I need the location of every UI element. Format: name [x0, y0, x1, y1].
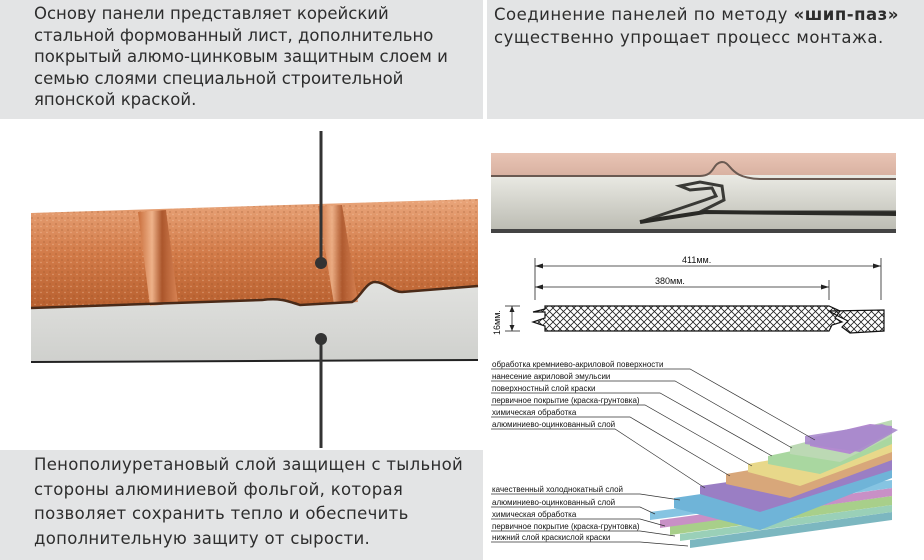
dimension-drawing: 411мм. 380мм. 16мм. [492, 255, 885, 335]
pointer-dot-foam [315, 333, 327, 345]
layer-label-bottom-3: химическая обработка [492, 510, 577, 519]
dimension-total: 411мм. [682, 255, 711, 265]
dimension-thickness: 16мм. [492, 310, 502, 335]
panel-section-illustration [30, 199, 479, 363]
layer-label-top-3: поверхностный слой краски [492, 384, 595, 393]
description-panel-base: Основу панели представляет корейский ста… [0, 0, 483, 119]
dimension-visible: 380мм. [655, 276, 685, 286]
coating-layers-diagram [650, 420, 898, 548]
pointer-dot-steel [315, 257, 327, 269]
tongue-groove-text-end: существенно упрощает процесс монтажа. [494, 28, 884, 47]
layer-label-bottom-4: первичное покрытие (краска-грунтовка) [492, 522, 640, 531]
layer-leader-lines [491, 368, 816, 547]
description-foam-layer: Пенополиуретановый слой защищен с тыльно… [0, 450, 483, 560]
layer-label-bottom-5: нижний слой краскислой краски [492, 533, 610, 542]
description-tongue-groove: Соединение панелей по методу «шип-паз» с… [487, 0, 924, 119]
layer-label-bottom-1: качественный холоднокатный слой [492, 485, 623, 494]
layer-label-top-4: первичное покрытие (краска-грунтовка) [492, 396, 640, 405]
joint-photo [491, 153, 897, 233]
foam-layer-text: Пенополиуретановый слой защищен с тыльно… [34, 455, 463, 548]
layer-label-top-5: химическая обработка [492, 408, 577, 417]
panel-base-text: Основу панели представляет корейский ста… [34, 4, 448, 109]
layer-label-top-2: нанесение акриловой эмульсии [492, 372, 610, 381]
layer-label-top-6: алюминиево-оцинкованный слой [492, 420, 615, 429]
tongue-groove-term: «шип-паз» [793, 5, 899, 24]
tongue-groove-text-start: Соединение панелей по методу [494, 5, 794, 24]
layer-label-top-1: обработка кремниево-акриловой поверхност… [492, 360, 663, 369]
layer-label-bottom-2: алюминиево-оцинкованный слой [492, 498, 615, 507]
